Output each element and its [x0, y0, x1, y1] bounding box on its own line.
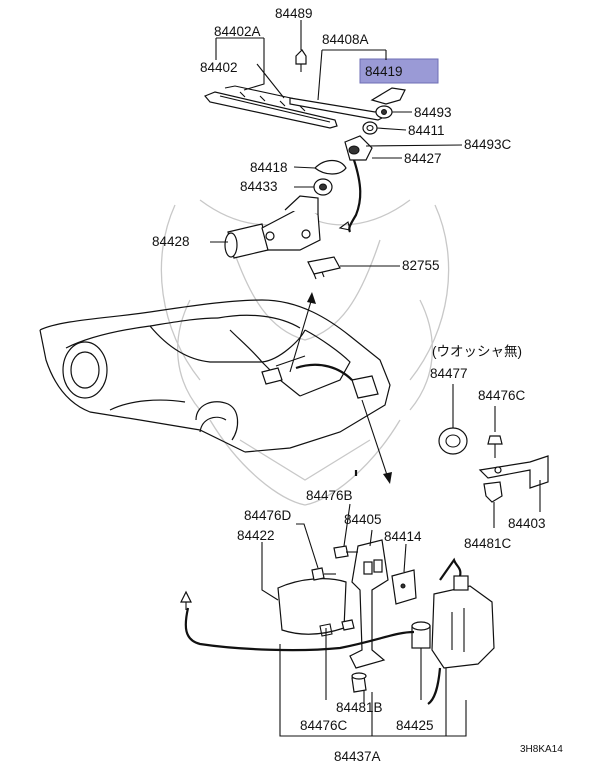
label-84433: 84433 — [240, 179, 278, 194]
label-84481b: 84481B — [336, 700, 383, 715]
label-84476c-top: 84476C — [478, 388, 526, 403]
label-84402a: 84402A — [214, 24, 261, 39]
grommet-84481b — [351, 672, 367, 693]
label-84411: 84411 — [408, 123, 445, 138]
cover-84422 — [277, 578, 347, 637]
label-84419: 84419 — [365, 64, 403, 79]
figure-code: 3H8KA14 — [520, 744, 563, 755]
grommet-84477 — [438, 384, 468, 455]
label-84477: 84477 — [430, 366, 468, 381]
label-84408a: 84408A — [322, 32, 369, 47]
bracket-84414 — [391, 569, 417, 605]
washer-84411 — [362, 121, 378, 135]
screw-84476c-top — [487, 406, 503, 458]
label-84481c: 84481C — [464, 536, 512, 551]
label-84476d: 84476D — [244, 508, 292, 523]
label-84428: 84428 — [152, 234, 190, 249]
bracket-84405 — [349, 539, 389, 669]
label-no-washer: (ウオッシャ無) — [432, 344, 522, 359]
bracket-84403 — [478, 455, 549, 512]
wiper-motor-84428 — [224, 195, 321, 259]
label-84425: 84425 — [396, 718, 434, 733]
label-84427: 84427 — [404, 151, 442, 166]
label-84489: 84489 — [275, 6, 313, 21]
pump-84425 — [411, 621, 431, 700]
label-82755: 82755 — [402, 258, 440, 273]
washer-hose-lower — [180, 470, 415, 652]
nut-84493 — [375, 105, 393, 119]
screw-84476d — [311, 567, 336, 581]
relay-82755 — [307, 256, 341, 280]
screw-84476b — [333, 545, 358, 559]
highlight-84419 — [359, 58, 439, 84]
leaders-bottom — [261, 503, 467, 737]
wiper-blade-84402 — [204, 85, 338, 129]
cap-84427 — [344, 135, 373, 161]
leaders-top — [210, 20, 463, 267]
label-84402: 84402 — [200, 60, 238, 75]
label-84422: 84422 — [237, 528, 275, 543]
label-84418: 84418 — [250, 160, 288, 175]
label-84476c-bottom: 84476C — [300, 718, 348, 733]
washer-tube-upper — [338, 159, 362, 233]
screw-84476c-bottom — [325, 619, 355, 700]
label-84403: 84403 — [508, 516, 546, 531]
label-84405: 84405 — [344, 512, 382, 527]
label-84476b: 84476B — [306, 488, 353, 503]
grommet-84418 — [314, 159, 347, 175]
bolt-84489 — [295, 49, 307, 72]
tank-84437a — [427, 557, 495, 705]
label-84437a: 84437A — [334, 749, 381, 764]
clip-84481c — [483, 481, 503, 528]
label-84493: 84493 — [414, 105, 452, 120]
label-84414: 84414 — [384, 529, 422, 544]
label-84493c: 84493C — [464, 137, 512, 152]
car-body — [39, 292, 392, 484]
nozzle-84433 — [313, 178, 333, 196]
